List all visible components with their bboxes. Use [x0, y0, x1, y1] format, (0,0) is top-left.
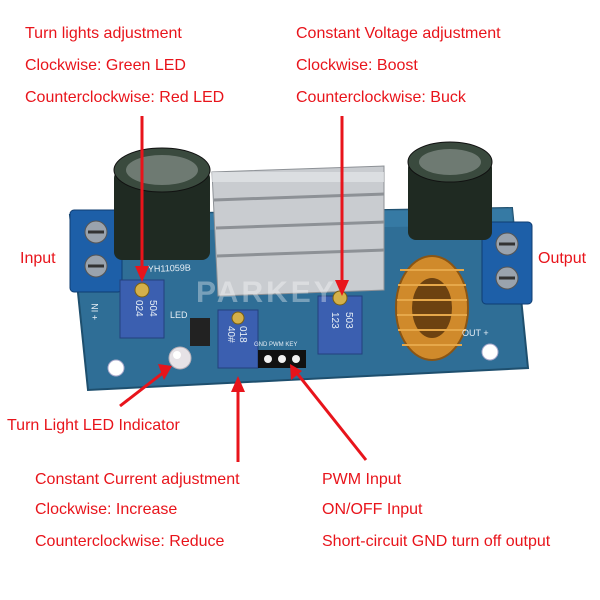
constant-voltage-line2: Counterclockwise: Buck: [296, 89, 466, 106]
pot-mid-code: 40#: [225, 326, 236, 343]
inductor-coil: [395, 255, 469, 361]
input-label: Input: [20, 250, 56, 267]
pot-constant-voltage: [317, 290, 363, 355]
mount-hole: [481, 343, 499, 361]
onoff-input-label: ON/OFF Input: [322, 501, 423, 518]
pins-silk-text: GND PWM KEY: [254, 342, 297, 348]
mount-hole: [107, 359, 125, 377]
pot-right-code: 123: [329, 312, 340, 329]
constant-voltage-line1: Clockwise: Boost: [296, 57, 418, 74]
constant-current-line2: Counterclockwise: Reduce: [35, 533, 225, 550]
constant-current-title: Constant Current adjustment: [35, 471, 240, 488]
led-silk-text: LED: [170, 310, 188, 320]
pot-turn-lights: [119, 279, 165, 339]
board-model-text: YH11059B: [148, 263, 191, 274]
arrow-led-indicator: [119, 370, 165, 408]
out-silk-text: OUT +: [462, 328, 489, 338]
pwm-input-label: PWM Input: [322, 471, 402, 488]
pot-right-value: 503: [343, 312, 354, 329]
watermark-text: PARKEY: [196, 276, 337, 309]
constant-current-line1: Clockwise: Increase: [35, 501, 178, 518]
output-terminal: [481, 221, 533, 305]
constant-voltage-title: Constant Voltage adjustment: [296, 25, 501, 42]
short-circuit-label: Short-circuit GND turn off output: [322, 533, 551, 550]
turn-lights-line2: Counterclockwise: Red LED: [25, 89, 225, 106]
led-indicator-label: Turn Light LED Indicator: [7, 417, 180, 434]
pot-mid-value: 018: [237, 326, 248, 343]
led-indicator: [168, 346, 192, 370]
header-pins: [258, 350, 306, 368]
arrow-pwm: [294, 371, 368, 461]
turn-lights-line1: Clockwise: Green LED: [25, 57, 186, 74]
ic-chip: [190, 318, 210, 346]
capacitor-right: [407, 141, 493, 240]
pot-constant-current: [217, 309, 259, 369]
turn-lights-title: Turn lights adjustment: [25, 25, 182, 42]
pot-left-value: 504: [147, 300, 158, 317]
in-silk-text: + IN: [90, 303, 100, 320]
capacitor-left: [113, 147, 211, 260]
pot-left-code: 024: [133, 300, 144, 317]
output-label: Output: [538, 250, 587, 267]
